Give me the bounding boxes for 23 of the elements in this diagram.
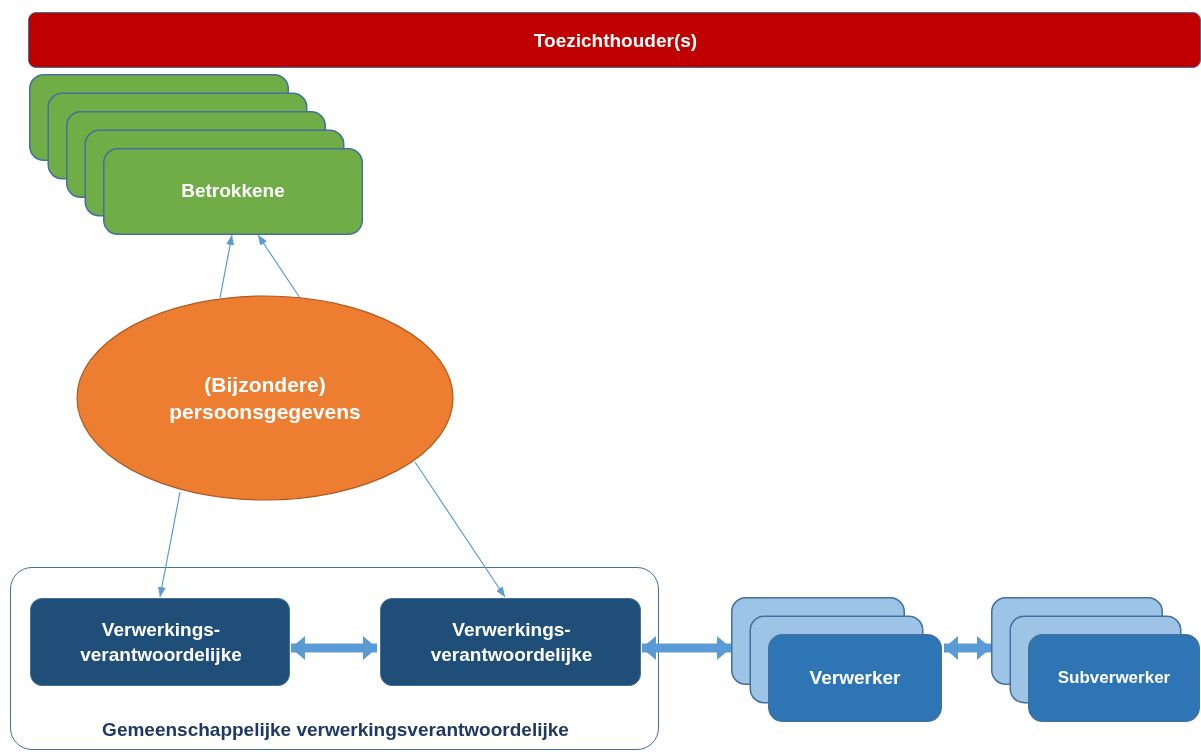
box-label: Betrokkene <box>181 179 285 204</box>
stacked-cards <box>29 74 363 235</box>
stacked-cards <box>991 597 1200 721</box>
stacked-cards <box>731 597 942 721</box>
box-label: Verwerkings- verantwoordelijke <box>429 618 594 667</box>
group-label: Gemeenschappelijke verwerkingsverantwoordelijke <box>102 717 569 742</box>
arrow <box>257 234 301 299</box>
controller-box <box>380 598 641 686</box>
box-label: (Bijzondere) persoonsgegevens <box>168 371 362 425</box>
supervisor-bar <box>28 12 1201 68</box>
box-label: Verwerkings- verantwoordelijke <box>79 618 243 667</box>
double-arrow <box>642 636 731 660</box>
data-ellipse <box>76 295 454 501</box>
arrow <box>157 491 181 598</box>
box-label: Verwerker <box>809 665 901 690</box>
double-arrow <box>291 636 377 660</box>
arrow <box>414 461 506 598</box>
double-arrow <box>944 636 991 660</box>
controller-box <box>30 598 290 686</box>
group-frame <box>10 567 659 750</box>
box-label: Subverwerker <box>1057 666 1171 689</box>
box-label: Toezichthouder(s) <box>533 28 698 53</box>
arrow <box>219 234 235 299</box>
